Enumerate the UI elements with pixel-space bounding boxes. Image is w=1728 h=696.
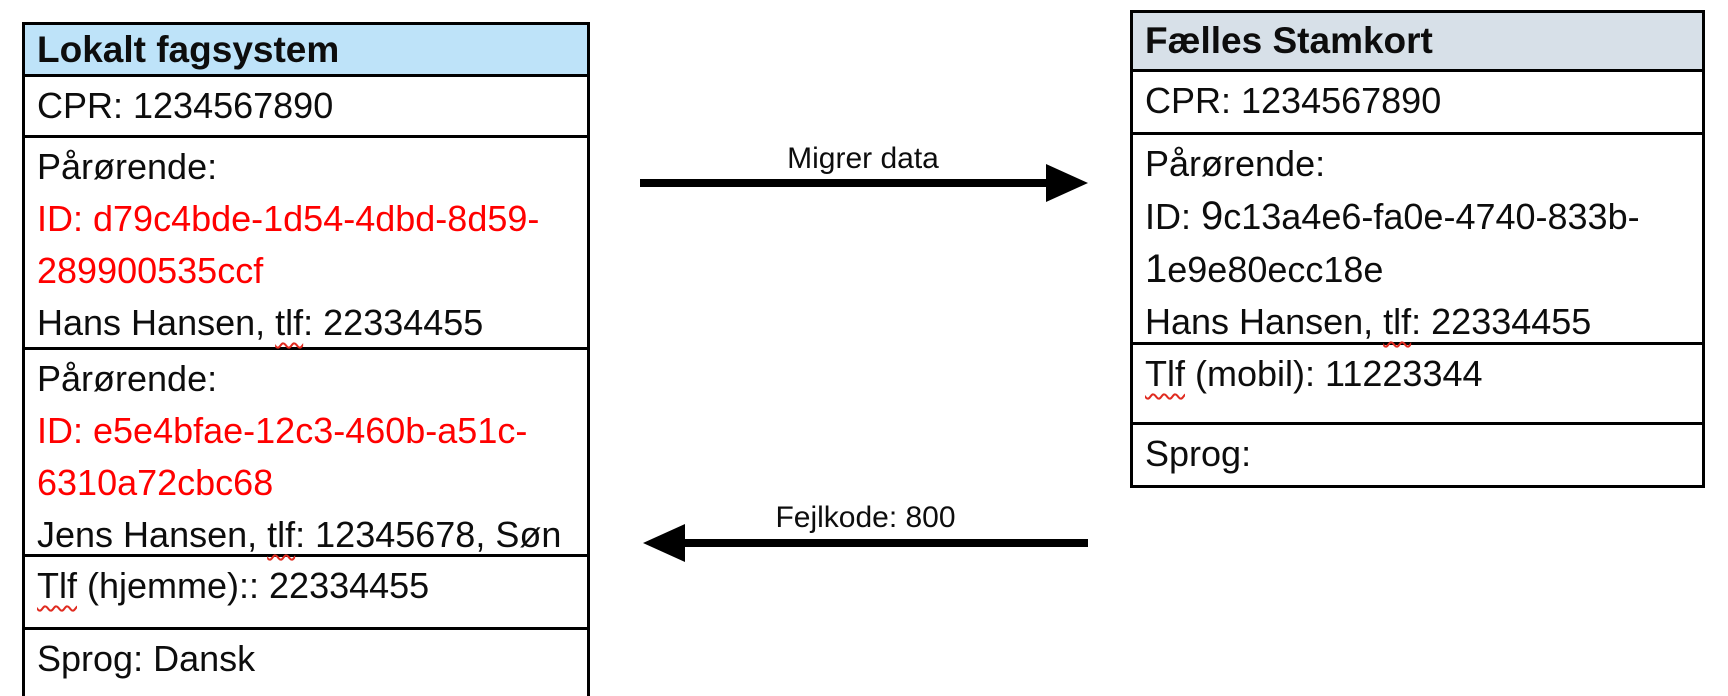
text-segment: Pårørende: [1145,143,1326,184]
table-row: Sprog: Dansk [25,630,587,696]
table-row: Pårørende: ID: e5e4bfae-12c3-460b-a51c- 63… [25,350,587,557]
red-id-text: ID: e5e4bfae-12c3-460b-a51c- [37,410,528,451]
text-segment: c13a4e6-fa0e-4740-833b- [1223,196,1640,237]
row-line: Jens Hansen, tlf: 12345678, Søn [37,509,575,561]
misspelled-text: Tlf [1145,353,1185,394]
table-row: Tlf (mobil): 11223344 [1133,345,1702,425]
misspelled-text: tlf [275,302,304,343]
red-id-text: 289900535ccf [37,250,264,291]
red-id-text: ID: d79c4bde-1d54-4dbd-8d59- [37,198,540,239]
text-segment: : 12345678, Søn [295,514,562,555]
table-row: CPR: 1234567890 [25,77,587,138]
text-segment: Sprog: Dansk [37,638,256,679]
error-code-arrow-label: Fejlkode: 800 [775,501,956,534]
arrow-right-icon [1046,164,1088,202]
row-line: Hans Hansen, tlf: 22334455 [37,297,575,349]
table-row: Pårørende: ID: d79c4bde-1d54-4dbd-8d59- 28… [25,138,587,350]
text-segment: e9e80ecc18e [1167,249,1384,290]
text-segment: Pårørende: [37,358,218,399]
red-id-text: 6310a72cbc68 [37,462,274,503]
row-line: CPR: 1234567890 [37,80,575,132]
misspelled-text: Tlf [37,565,77,606]
text-segment: : 22334455 [303,302,484,343]
text-segment: 9 [1201,194,1224,238]
row-line: Sprog: Dansk [37,633,575,685]
text-segment: : 22334455 [1411,301,1592,342]
row-line: Pårørende: [1145,138,1690,190]
text-segment: CPR: 1234567890 [1145,80,1442,121]
table-row: Tlf (hjemme):: 22334455 [25,557,587,630]
row-line: Pårørende: [37,141,575,193]
row-line: ID: 9c13a4e6-fa0e-4740-833b- [1145,190,1690,243]
text-segment: (hjemme):: 22334455 [77,565,430,606]
text-segment: CPR: 1234567890 [37,85,334,126]
row-line: 289900535ccf [37,245,575,297]
error-code-arrow-line [684,539,1088,547]
text-segment: Pårørende: [37,146,218,187]
row-line: ID: d79c4bde-1d54-4dbd-8d59- [37,193,575,245]
row-line: CPR: 1234567890 [1145,75,1690,127]
row-line: Hans Hansen, tlf: 22334455 [1145,296,1690,348]
row-line: 6310a72cbc68 [37,457,575,509]
row-line: 1e9e80ecc18e [1145,243,1690,296]
text-segment: Sprog: [1145,433,1252,474]
text-segment: Hans Hansen, [37,302,276,343]
misspelled-text: tlf [1383,301,1412,342]
text-segment: 1 [1145,247,1168,291]
row-line: ID: e5e4bfae-12c3-460b-a51c- [37,405,575,457]
text-segment: (mobil): 11223344 [1185,353,1483,394]
arrow-left-icon [643,524,685,562]
migrate-data-arrow-label: Migrer data [787,142,939,175]
table-row: Sprog: [1133,425,1702,485]
row-line: Sprog: [1145,428,1690,480]
row-line: Tlf (hjemme):: 22334455 [37,560,575,612]
row-line: Tlf (mobil): 11223344 [1145,348,1690,400]
table-row: CPR: 1234567890 [1133,72,1702,135]
table-row: Pårørende:ID: 9c13a4e6-fa0e-4740-833b-1e… [1133,135,1702,345]
migrate-data-arrow-line [640,179,1048,187]
row-line: Pårørende: [37,353,575,405]
text-segment: Jens Hansen, [37,514,268,555]
text-segment: ID: [1145,196,1202,237]
shared-stamkort-table-title: Fælles Stamkort [1133,13,1702,72]
local-system-table-title: Lokalt fagsystem [25,25,587,77]
text-segment: Hans Hansen, [1145,301,1384,342]
misspelled-text: tlf [267,514,296,555]
